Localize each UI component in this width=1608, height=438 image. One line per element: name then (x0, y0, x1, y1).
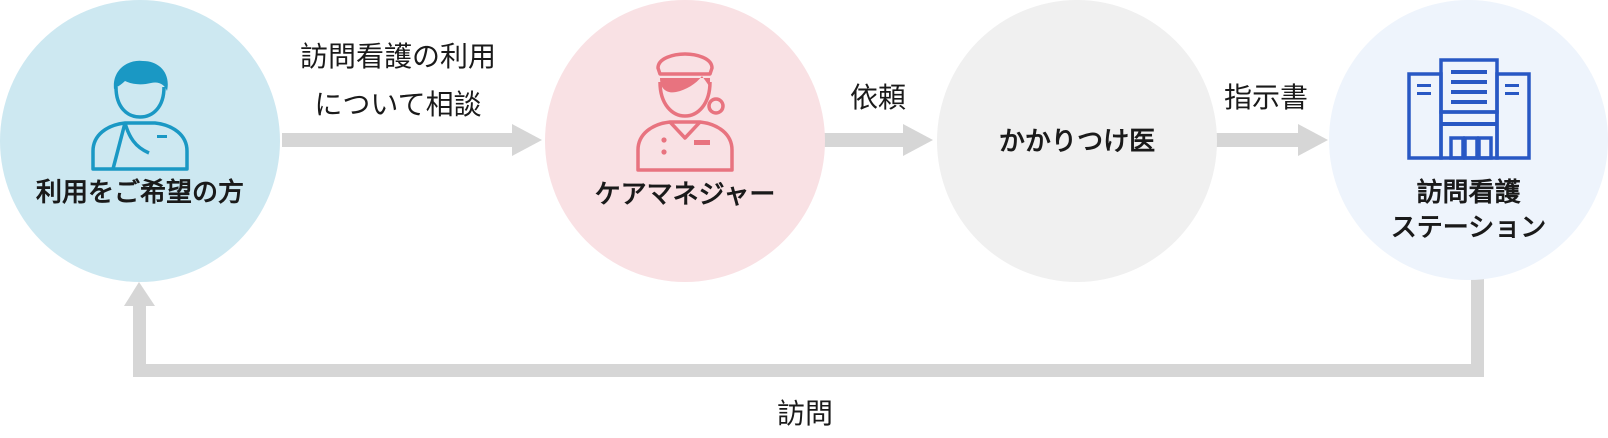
node-caremanager: ケアマネジャー (545, 0, 825, 282)
arrow-visit-up (133, 304, 146, 377)
arrow-visit-bottom (133, 364, 1484, 377)
node-caremanager-label: ケアマネジャー (594, 180, 776, 210)
arrow-instruction-head (1298, 124, 1328, 156)
person-icon (91, 60, 189, 171)
arrow-request-shaft (823, 133, 905, 147)
edge-label-visit: 訪問 (776, 397, 833, 430)
building-icon (1407, 58, 1531, 160)
arrow-consult-head (512, 124, 542, 156)
arrow-request-head (903, 124, 933, 156)
edge-label-consult: 訪問看護の利用 について相談 (299, 40, 496, 121)
node-user: 利用をご希望の方 (0, 0, 280, 282)
node-station-label: 訪問看護 ステーション (1390, 178, 1547, 244)
arrow-instruction-shaft (1216, 133, 1300, 147)
arrow-consult-shaft (282, 133, 514, 147)
node-station: 訪問看護 ステーション (1329, 0, 1608, 280)
edge-label-request: 依頼 (849, 81, 906, 114)
node-doctor: かかりつけ医 (937, 0, 1217, 282)
arrow-visit-down (1471, 276, 1484, 376)
node-user-label: 利用をご希望の方 (35, 178, 244, 208)
nurse-icon (636, 52, 734, 172)
node-doctor-label: かかりつけ医 (998, 127, 1156, 157)
edge-label-instruction: 指示書 (1223, 81, 1308, 114)
arrow-visit-head (124, 282, 155, 306)
